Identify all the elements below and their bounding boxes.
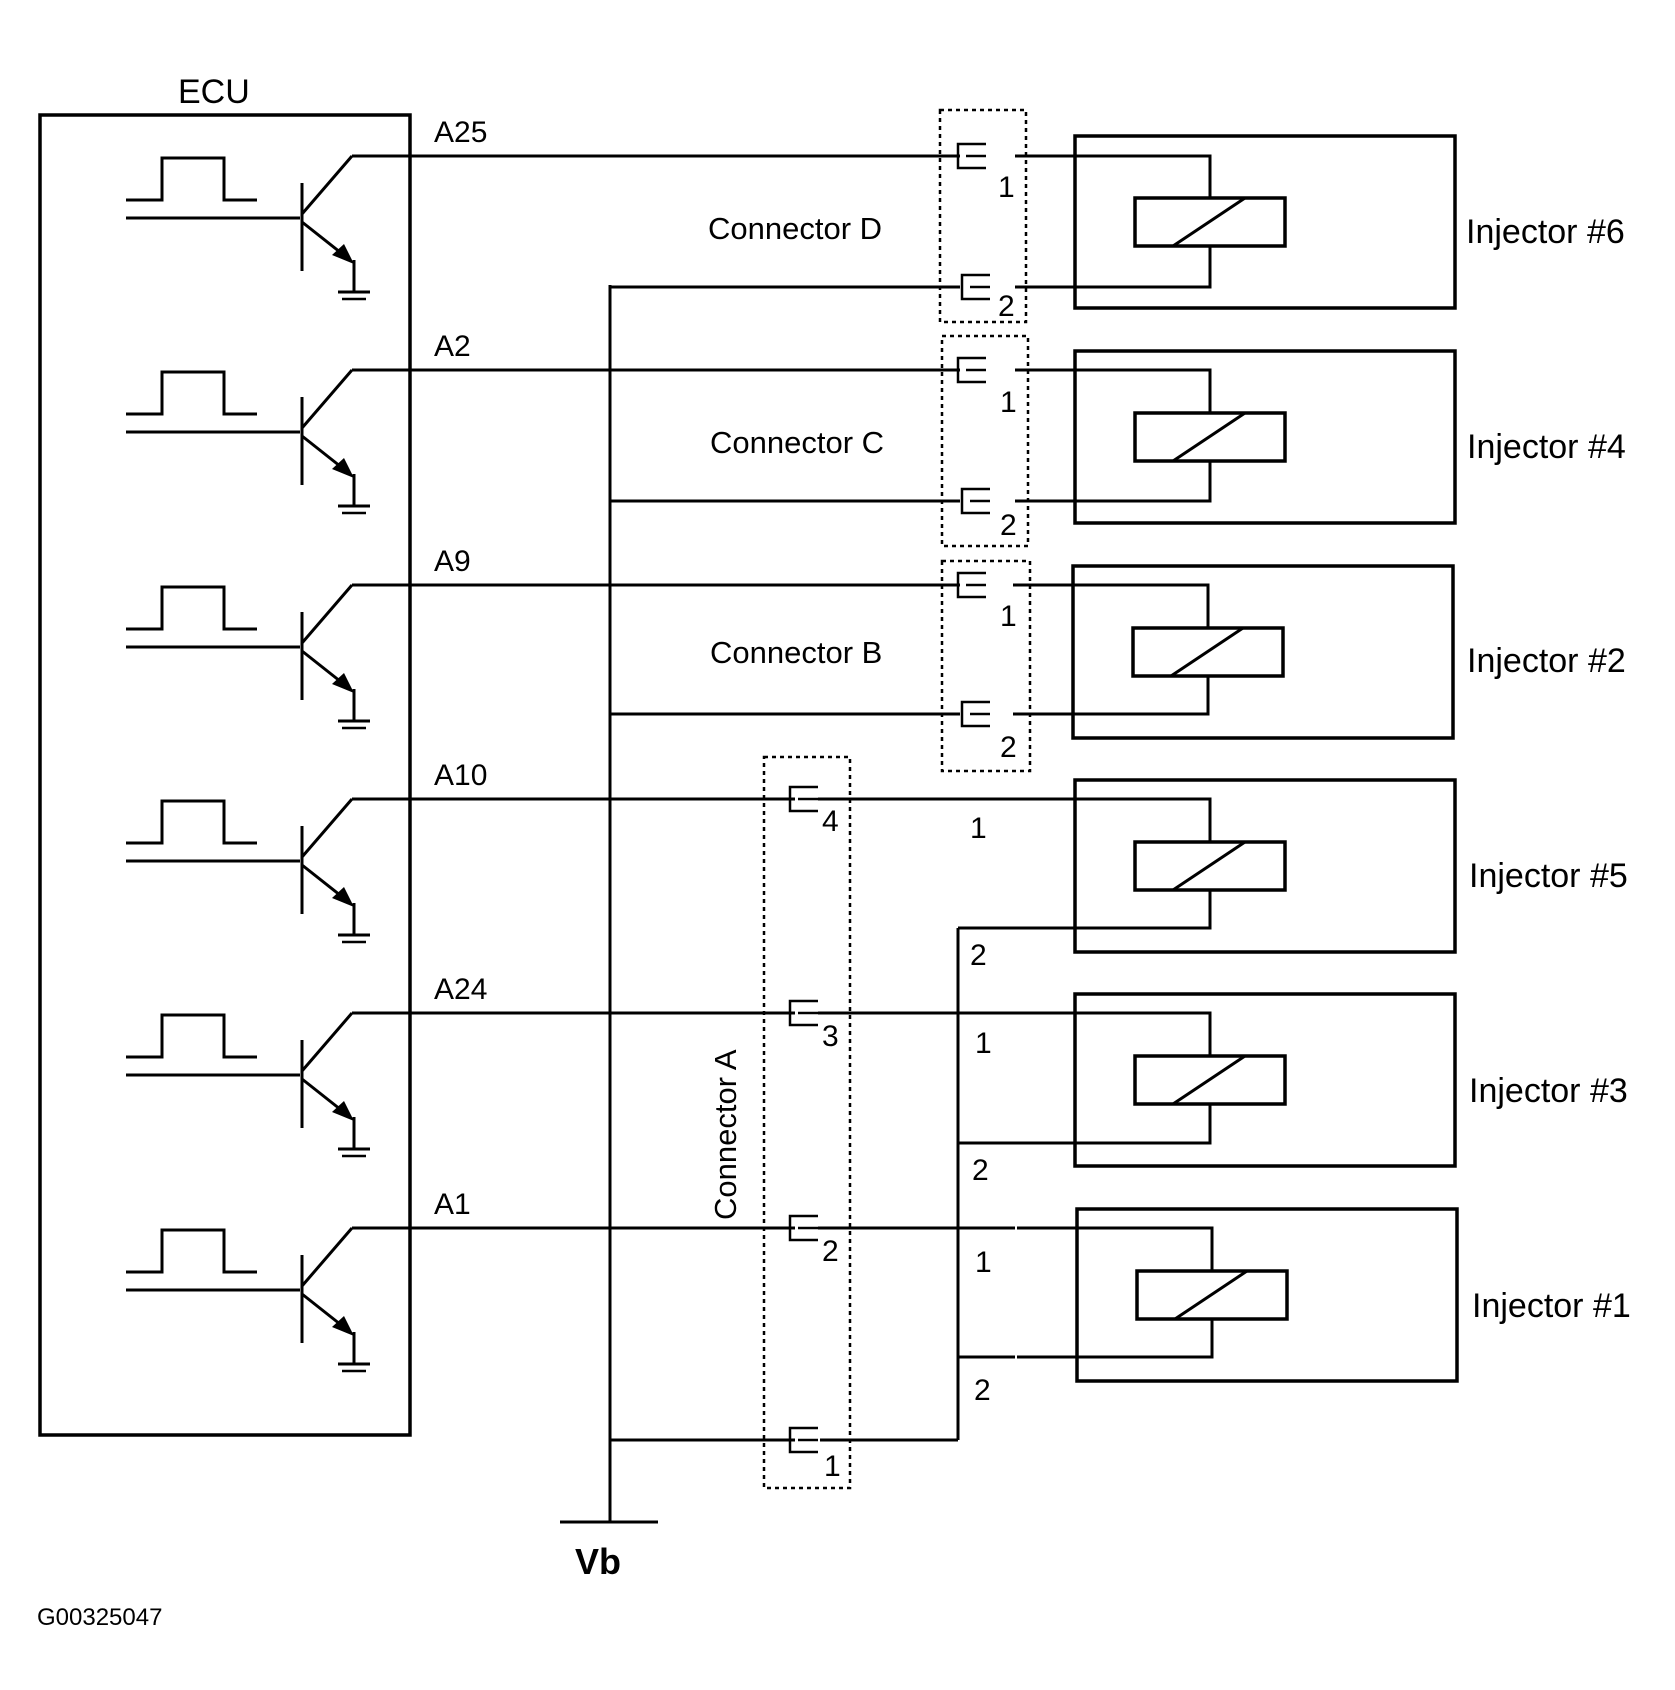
ecu-label: ECU bbox=[178, 73, 250, 111]
driver-stage-4: A10 bbox=[126, 759, 795, 944]
ecu-box bbox=[38, 113, 412, 1437]
injector-5-terminal-1: 1 bbox=[970, 812, 987, 845]
pulse-waveform-icon bbox=[126, 370, 257, 416]
injector-1 bbox=[1017, 1207, 1459, 1383]
ecu-pin-label: A25 bbox=[434, 116, 487, 149]
injector-1-label: Injector #1 bbox=[1472, 1287, 1631, 1325]
terminal-icon bbox=[960, 273, 990, 301]
terminal-icon bbox=[960, 700, 990, 728]
pulse-waveform-icon bbox=[126, 585, 257, 631]
driver-stage-2: A2 bbox=[126, 330, 960, 515]
pulse-waveform-icon bbox=[126, 1013, 257, 1059]
connector-d-label: Connector D bbox=[708, 211, 882, 246]
connector-a-pin-2: 2 bbox=[822, 1235, 839, 1268]
connector-a-outline bbox=[762, 755, 852, 1490]
ecu-pin-label: A10 bbox=[434, 759, 487, 792]
connector-a-pin-4: 4 bbox=[822, 805, 839, 838]
injector-5-terminal-2: 2 bbox=[970, 939, 987, 972]
injector-1-terminal-2: 2 bbox=[974, 1374, 991, 1407]
connector-d-outline bbox=[938, 108, 1028, 324]
pulse-waveform-icon bbox=[126, 1228, 257, 1274]
injector-3 bbox=[1015, 992, 1457, 1168]
pulse-waveform-icon bbox=[126, 799, 257, 845]
connector-c-outline bbox=[940, 334, 1030, 548]
terminal-icon bbox=[788, 1426, 818, 1454]
injector-group bbox=[1013, 134, 1459, 1383]
connector-d-pin-1: 1 bbox=[998, 171, 1015, 204]
connector-b-label: Connector B bbox=[710, 635, 882, 670]
connector-a-pin-1: 1 bbox=[824, 1450, 841, 1483]
terminal-icon bbox=[956, 571, 986, 599]
injector-2-label: Injector #2 bbox=[1467, 642, 1626, 680]
injector-3-terminal-1: 1 bbox=[975, 1027, 992, 1060]
terminal-icon bbox=[960, 487, 990, 515]
connector-d-pin-2: 2 bbox=[998, 290, 1015, 323]
connector-a-harness bbox=[818, 797, 1015, 1359]
injector-6-label: Injector #6 bbox=[1466, 213, 1625, 251]
terminal-icon bbox=[956, 356, 986, 384]
injector-3-label: Injector #3 bbox=[1469, 1072, 1628, 1110]
connector-b-pin-2: 2 bbox=[1000, 731, 1017, 764]
injector-4-label: Injector #4 bbox=[1467, 428, 1626, 466]
injector-5-label: Injector #5 bbox=[1469, 857, 1628, 895]
injector-1-terminal-1: 1 bbox=[975, 1246, 992, 1279]
vb-label: Vb bbox=[575, 1541, 621, 1582]
driver-stage-3: A9 bbox=[126, 545, 960, 730]
ecu-pin-label: A9 bbox=[434, 545, 471, 578]
injector-4 bbox=[1015, 349, 1457, 525]
terminal-icon bbox=[788, 785, 818, 813]
driver-stage-5: A24 bbox=[126, 973, 795, 1158]
ecu-pin-label: A24 bbox=[434, 973, 487, 1006]
driver-stage-6: A1 bbox=[126, 1188, 795, 1373]
injector-6 bbox=[1015, 134, 1457, 310]
pulse-waveform-icon bbox=[126, 156, 257, 202]
vb-supply-rail bbox=[560, 285, 960, 1524]
terminal-icon bbox=[956, 142, 986, 170]
connector-a-pin-3: 3 bbox=[822, 1020, 839, 1053]
terminal-icon bbox=[788, 999, 818, 1027]
injector-5 bbox=[1015, 778, 1457, 954]
connector-c-label: Connector C bbox=[710, 425, 884, 460]
connector-c-pin-2: 2 bbox=[1000, 509, 1017, 542]
ecu-pin-label: A2 bbox=[434, 330, 471, 363]
terminal-icon bbox=[788, 1214, 818, 1242]
injector-3-terminal-2: 2 bbox=[972, 1154, 989, 1187]
connector-b-pin-1: 1 bbox=[1000, 600, 1017, 633]
ecu-pin-label: A1 bbox=[434, 1188, 471, 1221]
driver-stage-1: A25 bbox=[126, 116, 960, 301]
figure-code: G00325047 bbox=[37, 1604, 162, 1631]
connector-b-outline bbox=[940, 559, 1032, 773]
connector-terminals bbox=[788, 142, 990, 1454]
injector-2 bbox=[1013, 564, 1455, 740]
connector-c-pin-1: 1 bbox=[1000, 386, 1017, 419]
connector-a-label: Connector A bbox=[708, 1049, 743, 1220]
